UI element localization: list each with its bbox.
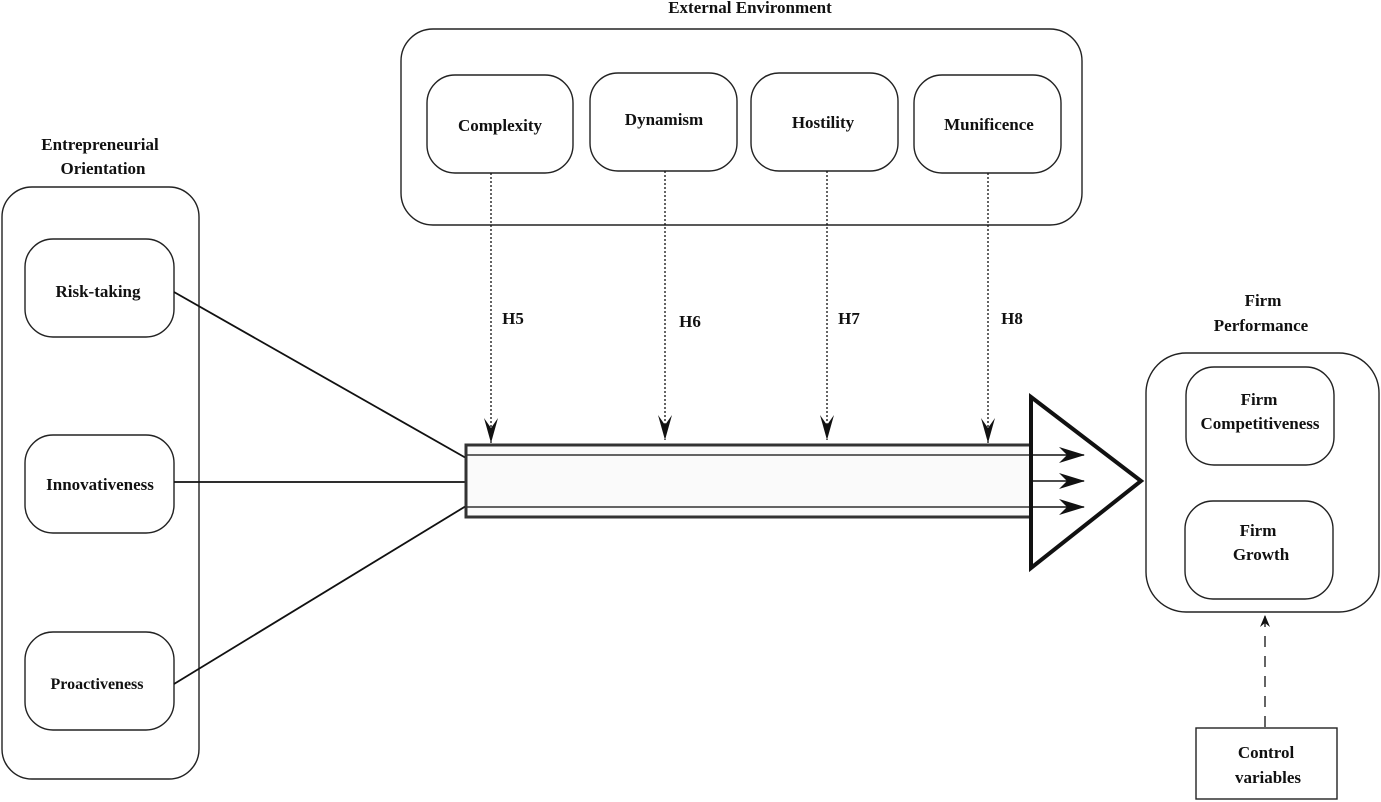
fp-growth-label-line2: Growth bbox=[1233, 545, 1290, 564]
external-environment-group: External Environment Complexity Dynamism… bbox=[400, 0, 1083, 226]
eo-proactiveness-box bbox=[24, 631, 175, 731]
eo-proactiveness-label: Proactiveness bbox=[50, 676, 143, 693]
eo-innovativeness-label: Innovativeness bbox=[46, 475, 154, 494]
entrepreneurial-orientation-group: Entrepreneurial Orientation Risk-taking … bbox=[1, 135, 200, 780]
factor-hostility-box bbox=[750, 72, 899, 172]
eo-container bbox=[1, 186, 200, 780]
proactiveness-connector bbox=[173, 505, 467, 685]
fp-growth-box bbox=[1184, 500, 1334, 600]
factor-dynamism-box bbox=[589, 72, 738, 172]
control-variables-label-line2: variables bbox=[1235, 768, 1301, 787]
external-environment-container bbox=[400, 28, 1083, 226]
fp-competitiveness-box bbox=[1185, 366, 1335, 466]
eo-risk-taking-label: Risk-taking bbox=[55, 282, 141, 301]
external-environment-title: External Environment bbox=[668, 0, 832, 17]
factor-complexity-label: Complexity bbox=[458, 116, 543, 135]
hypothesis-h7-label: H7 bbox=[838, 309, 860, 328]
fp-title-line2: Performance bbox=[1214, 316, 1309, 335]
arrow-head bbox=[1029, 392, 1145, 573]
control-variables-box bbox=[1195, 727, 1338, 800]
hypothesis-h6-label: H6 bbox=[679, 312, 701, 331]
control-variables-group: Control variables bbox=[1195, 615, 1338, 800]
eo-risk-taking-box bbox=[24, 238, 175, 338]
fp-competitiveness-label-line1: Firm bbox=[1241, 390, 1278, 409]
factor-hostility-label: Hostility bbox=[792, 113, 855, 132]
fp-growth-label-line1: Firm bbox=[1240, 521, 1277, 540]
arrow-shaft bbox=[464, 443, 1033, 519]
eo-title-line2: Orientation bbox=[61, 159, 147, 178]
hypothesis-h8-label: H8 bbox=[1001, 309, 1023, 328]
main-relationship-arrow bbox=[464, 392, 1145, 573]
factor-complexity-box bbox=[426, 74, 574, 174]
fp-competitiveness-label-line2: Competitiveness bbox=[1201, 414, 1320, 433]
fp-container bbox=[1145, 352, 1380, 613]
fp-title-line1: Firm bbox=[1245, 291, 1282, 310]
eo-connector-lines bbox=[173, 291, 467, 685]
risk-taking-connector bbox=[173, 291, 467, 459]
factor-dynamism-label: Dynamism bbox=[625, 110, 703, 129]
hypothesis-h5-label: H5 bbox=[502, 309, 524, 328]
firm-performance-group: Firm Performance Firm Competitiveness Fi… bbox=[1145, 291, 1380, 613]
control-variables-label-line1: Control bbox=[1238, 743, 1295, 762]
moderation-arrows: H5 H6 H7 H8 bbox=[484, 171, 1023, 443]
eo-title-line1: Entrepreneurial bbox=[41, 135, 159, 154]
eo-innovativeness-box bbox=[24, 434, 175, 534]
factor-munificence-label: Munificence bbox=[944, 115, 1034, 134]
